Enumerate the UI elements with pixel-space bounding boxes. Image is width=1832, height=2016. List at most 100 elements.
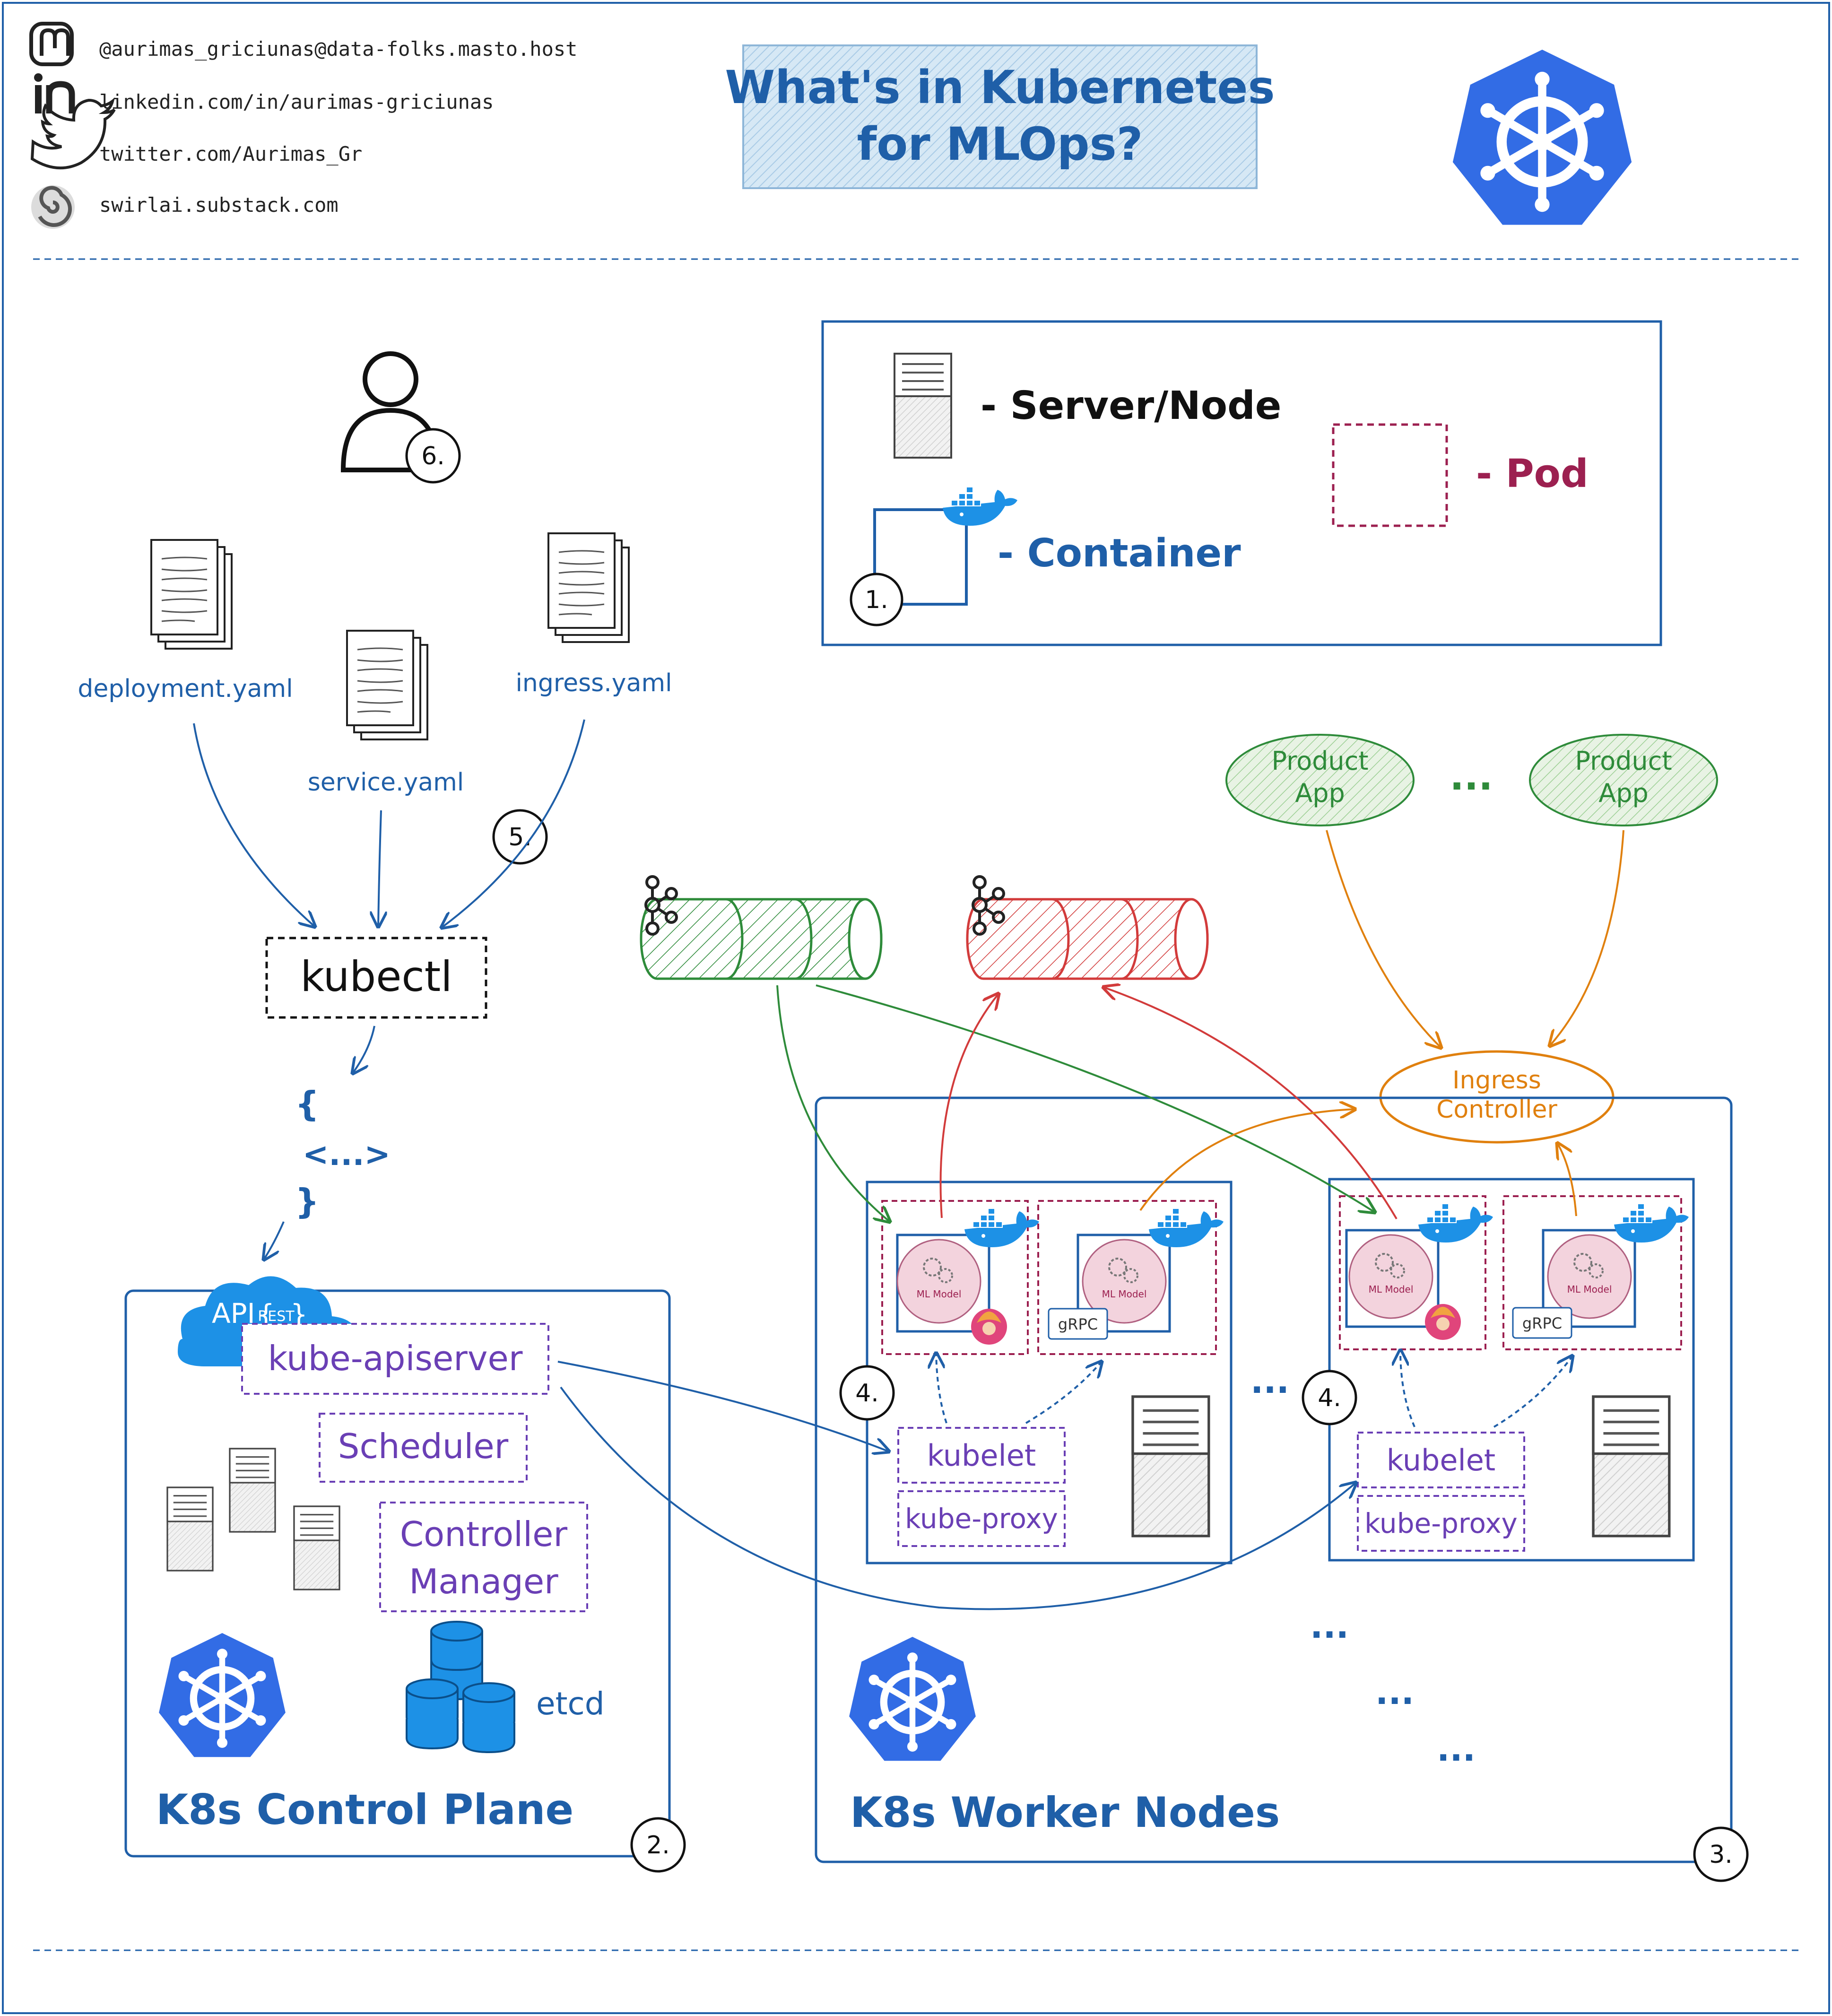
legend-docker-icon <box>942 487 1018 526</box>
etcd-label: etcd <box>536 1686 605 1722</box>
node2-ml-model-2 <box>1547 1234 1632 1319</box>
control-server-icon-1 <box>166 1486 214 1572</box>
worker-nodes-box <box>815 1096 1733 1863</box>
legend-pod-label: - Pod <box>1476 452 1589 496</box>
legend-pod-box <box>1332 423 1448 527</box>
node1-flyte-icon <box>971 1309 1007 1345</box>
ingress-doc-icon <box>547 532 630 643</box>
arrow-deployment-to-kubectl <box>193 723 315 927</box>
arrow-node1-to-ingress <box>1139 1109 1355 1211</box>
node2-pod-2[interactable] <box>1502 1195 1682 1350</box>
nodes-ellipsis-3: ... <box>1437 1729 1476 1769</box>
user-badge <box>405 428 461 484</box>
node1-grpc-box <box>1048 1308 1108 1340</box>
node1-pod-1[interactable] <box>881 1200 1029 1355</box>
arrow-apiserver-to-node2-kubelet <box>560 1386 1356 1610</box>
product-app-1-line1: Product <box>1271 746 1368 776</box>
ingress-controller-line2: Controller <box>1436 1095 1557 1124</box>
node2-kube-proxy-label: kube-proxy <box>1364 1507 1518 1539</box>
page-title-line1: What's in Kubernetes <box>725 61 1275 114</box>
substack-swirl-icon <box>31 185 75 229</box>
json-body: <...> <box>303 1136 391 1173</box>
node2-ml-model-1-label: ML Model <box>1369 1284 1414 1295</box>
node2-kubelet-box[interactable] <box>1357 1432 1525 1488</box>
arrow-node1-to-kafka-red <box>939 994 999 1218</box>
kube-apiserver-box[interactable] <box>241 1323 549 1395</box>
rest-cloud-label: REST <box>258 1308 295 1325</box>
controller-manager-box[interactable] <box>379 1502 588 1612</box>
arrow-service-to-kubectl <box>378 810 381 927</box>
node1-kubelet-to-pod2 <box>1025 1362 1102 1424</box>
legend-server-icon <box>894 353 952 459</box>
manifests-badge-text: 5. <box>508 823 532 852</box>
node1-badge-text: 4. <box>855 1379 879 1408</box>
node2-server-icon <box>1593 1397 1669 1536</box>
product-app-1[interactable] <box>1225 734 1415 826</box>
control-server-icon-2 <box>229 1448 276 1533</box>
node2-badge-text: 4. <box>1318 1384 1341 1412</box>
control-plane-badge-text: 2. <box>646 1831 670 1860</box>
node2-kube-proxy-box[interactable] <box>1357 1495 1525 1552</box>
mastodon-handle[interactable]: @aurimas_griciunas@data-folks.masto.host <box>99 37 577 61</box>
deployment-doc-icon <box>150 539 233 650</box>
json-open-brace: { <box>295 1084 319 1124</box>
control-plane-badge <box>630 1817 686 1873</box>
legend-badge-text: 1. <box>865 586 888 614</box>
kubectl-box[interactable] <box>265 937 487 1019</box>
kafka-topic-red <box>966 898 1209 980</box>
substack-link[interactable]: swirlai.substack.com <box>99 193 339 217</box>
arrow-kafka-green-to-node2 <box>816 984 1375 1212</box>
page-title-line2: for MLOps? <box>857 118 1143 171</box>
node1-kubelet-label: kubelet <box>927 1438 1036 1473</box>
twitter-link[interactable]: twitter.com/Aurimas_Gr <box>99 142 362 165</box>
worker-nodes-badge-text: 3. <box>1709 1841 1733 1869</box>
etcd-database-icon <box>406 1621 515 1754</box>
legend-server-label: - Server/Node <box>981 383 1281 428</box>
node1-ml-model-2-label: ML Model <box>1102 1288 1147 1300</box>
node2-kubelet-to-pod1 <box>1400 1350 1415 1427</box>
node1-kubelet-to-pod1 <box>936 1353 947 1424</box>
linkedin-icon <box>34 73 75 113</box>
arrow-kafka-green-to-node1 <box>776 985 890 1222</box>
worker-nodes-title: K8s Worker Nodes <box>850 1788 1280 1837</box>
product-apps-ellipsis: ... <box>1450 755 1493 799</box>
node2-kubelet-label: kubelet <box>1387 1443 1495 1477</box>
product-app-2-line1: Product <box>1575 746 1672 776</box>
kafka-topic-green <box>640 898 883 980</box>
product-app-2-line2: App <box>1598 778 1649 808</box>
arrow-app2-to-ingress <box>1550 830 1624 1046</box>
arrow-node2-to-kafka-red <box>1103 987 1398 1220</box>
control-plane-k8s-icon <box>159 1633 286 1757</box>
deployment-yaml-label: deployment.yaml <box>78 675 293 703</box>
arrow-apiserver-to-node1-kubelet <box>557 1361 889 1451</box>
linkedin-link[interactable]: linkedin.com/in/aurimas-griciunas <box>99 90 494 113</box>
worker-k8s-icon <box>849 1637 976 1761</box>
ingress-controller-line1: Ingress <box>1452 1066 1541 1095</box>
arrow-json-to-api <box>264 1221 285 1260</box>
json-close-brace: } <box>295 1182 319 1221</box>
manifests-badge <box>492 809 548 865</box>
node1-badge <box>839 1365 895 1421</box>
node2-kubelet-to-pod2 <box>1493 1356 1572 1428</box>
nodes-ellipsis-2: ... <box>1375 1672 1414 1712</box>
node1-kube-proxy-box[interactable] <box>897 1490 1066 1547</box>
kube-apiserver-label: kube-apiserver <box>268 1338 523 1378</box>
node1-pod-2[interactable] <box>1037 1200 1217 1355</box>
product-app-2[interactable] <box>1529 734 1718 826</box>
node1-grpc-label: gRPC <box>1058 1315 1098 1333</box>
node2-pod-1[interactable] <box>1339 1195 1486 1350</box>
node2-flyte-icon <box>1425 1304 1461 1340</box>
legend-badge <box>850 573 903 626</box>
node1-kubelet-box[interactable] <box>897 1427 1066 1484</box>
node1-server-icon <box>1133 1397 1209 1536</box>
title-box <box>742 44 1258 189</box>
arrow-node2-to-ingress <box>1557 1143 1577 1217</box>
node1-ml-model-1 <box>896 1239 981 1324</box>
nodes-ellipsis-1: ... <box>1310 1606 1349 1646</box>
scheduler-box[interactable] <box>319 1413 528 1483</box>
user-badge-text: 6. <box>421 442 445 470</box>
node1-ml-model-1-label: ML Model <box>917 1288 962 1300</box>
mastodon-icon <box>29 22 74 66</box>
